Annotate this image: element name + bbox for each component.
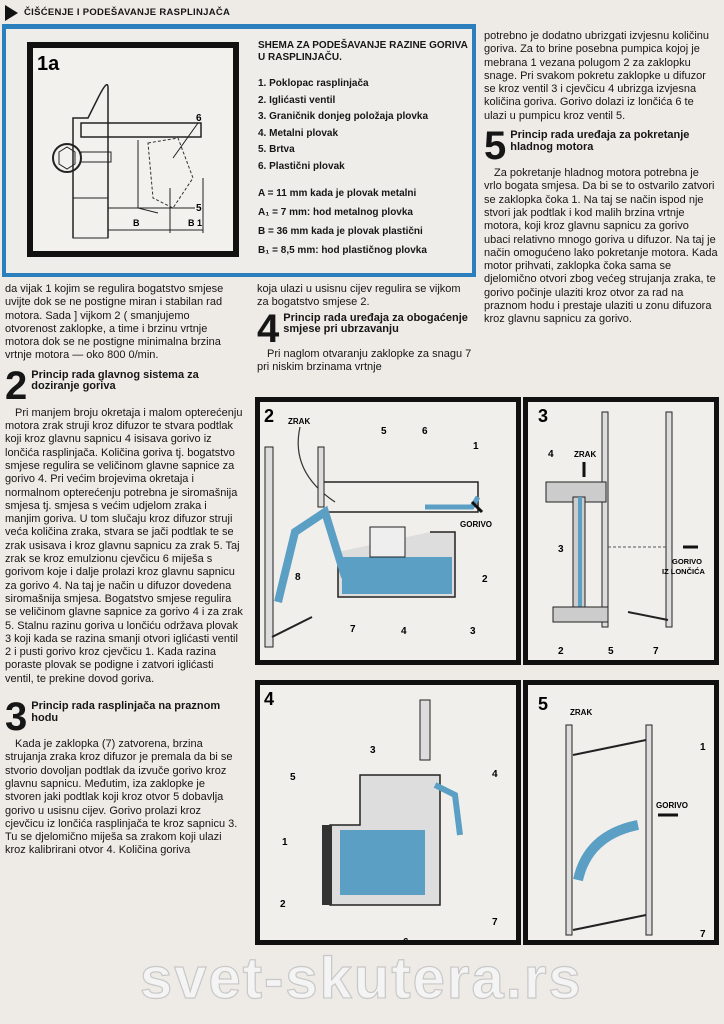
figure-number: 5 bbox=[538, 694, 548, 714]
label-7: 7 bbox=[350, 624, 356, 635]
list-item: 5. Brtva bbox=[258, 144, 295, 155]
equation: B = 36 mm kada je plovak plastični bbox=[258, 226, 423, 237]
column-3: potrebno je dodatno ubrizgati izvjesnu k… bbox=[484, 30, 718, 327]
label-gorivo: GORIVO bbox=[672, 557, 702, 566]
label-5: 5 bbox=[381, 426, 387, 437]
label-1: 1 bbox=[473, 441, 479, 452]
label-6: 6 bbox=[196, 113, 202, 124]
section-title: Princip rada uređaja za pokretanje hladn… bbox=[510, 129, 690, 153]
label-zrak: ZRAK bbox=[288, 417, 310, 426]
label-b: B bbox=[133, 218, 140, 228]
label-2: 2 bbox=[482, 574, 488, 585]
label-1: 1 bbox=[282, 837, 288, 848]
label-6: 6 bbox=[422, 426, 428, 437]
float-level-diagram: 1a 6 5 B B 1 bbox=[37, 53, 204, 239]
section-title: Princip rada uređaja za obogaćenje smjes… bbox=[283, 311, 468, 336]
list-item: 4. Metalni plovak bbox=[258, 127, 339, 139]
section-3-heading: 3 Princip rada rasplinjača na praznom ho… bbox=[5, 695, 243, 740]
label-zrak: ZRAK bbox=[570, 708, 592, 717]
main-jet-diagram: 2 ZRAK 1 2 3 4 5 6 7 8 GORIVO bbox=[264, 406, 492, 648]
figure-number: 3 bbox=[538, 406, 548, 426]
equation: A₁ = 7 mm: hod metalnog plovka bbox=[258, 207, 413, 218]
figure-1a: 1a 6 5 B B 1 bbox=[27, 42, 239, 257]
label-3: 3 bbox=[558, 544, 564, 555]
schema-legend: SHEMA ZA PODEŠAVANJE RAZINE GORIVA U RAS… bbox=[258, 40, 473, 260]
label-2: 2 bbox=[558, 646, 564, 657]
label-7: 7 bbox=[492, 917, 498, 928]
label-gorivo: GORIVO bbox=[656, 801, 688, 810]
figure-number: 2 bbox=[264, 406, 274, 426]
figure-2: 2 ZRAK 1 2 3 4 5 6 7 8 GORIVO bbox=[255, 397, 521, 665]
label-zrak: ZRAK bbox=[574, 450, 596, 459]
label-7: 7 bbox=[700, 929, 706, 940]
column-1: da vijak 1 kojim se regulira bogatstvo s… bbox=[5, 283, 243, 858]
label-2: 2 bbox=[280, 899, 286, 910]
idle-circuit-diagram: 3 4 ZRAK 3 GORIVO IZ LONČIĆA 2 5 7 bbox=[538, 406, 705, 657]
equation: B₁ = 8,5 mm: hod plastičnog plovka bbox=[258, 245, 427, 256]
label-5: 5 bbox=[608, 646, 614, 657]
label-5: 5 bbox=[196, 203, 202, 214]
label-6: 6 bbox=[403, 937, 409, 940]
figure-4: 4 3 4 5 1 2 6 7 bbox=[255, 680, 521, 948]
label-7: 7 bbox=[653, 646, 659, 657]
section-number: 2 bbox=[5, 363, 28, 408]
list-item: 2. Iglićasti ventil bbox=[258, 94, 336, 106]
intro-paragraph: da vijak 1 kojim se regulira bogatstvo s… bbox=[5, 283, 224, 362]
section-title: Princip rada rasplinjača na praznom hodu bbox=[31, 700, 221, 724]
choke-diagram: 5 ZRAK GORIVO 1 7 bbox=[538, 694, 706, 940]
section-5-heading: 5 Princip rada uređaja za pokretanje hla… bbox=[484, 124, 718, 169]
intro-paragraph: potrebno je dodatno ubrizgati izvjesnu k… bbox=[484, 30, 710, 122]
section-number: 3 bbox=[5, 695, 28, 740]
label-gorivo: GORIVO bbox=[460, 520, 492, 529]
section-5-body: Za pokretanje hladnog motora potrebna je… bbox=[484, 167, 718, 326]
parts-list: 1. Poklopac rasplinjača 2. Iglićasti ven… bbox=[258, 76, 473, 175]
label-4: 4 bbox=[548, 449, 554, 460]
section-number: 4 bbox=[257, 306, 280, 351]
label-3: 3 bbox=[370, 745, 376, 756]
label-3: 3 bbox=[470, 626, 476, 637]
list-item: 1. Poklopac rasplinjača bbox=[258, 78, 369, 89]
label-iz-loncica: IZ LONČIĆA bbox=[662, 567, 705, 576]
label-8: 8 bbox=[295, 572, 301, 583]
page-header-title: ČIŠĆENJE I PODEŠAVANJE RASPLINJAČA bbox=[24, 7, 231, 18]
figure-number: 4 bbox=[264, 689, 274, 709]
section-number: 5 bbox=[484, 124, 507, 169]
label-4: 4 bbox=[401, 626, 407, 637]
section-2-body: Pri manjem broju okretaja i malom optere… bbox=[5, 406, 243, 685]
column-2: koja ulazi u usisnu cijev regulira se vi… bbox=[257, 283, 472, 374]
intro-paragraph: koja ulazi u usisnu cijev regulira se vi… bbox=[257, 283, 461, 309]
list-item: 6. Plastični plovak bbox=[258, 160, 345, 172]
label-4: 4 bbox=[492, 769, 498, 780]
watermark: svet-skutera.rs bbox=[139, 945, 583, 1011]
list-item: 3. Graničnik donjeg položaja plovka bbox=[258, 111, 429, 122]
label-b1: B 1 bbox=[188, 218, 202, 228]
section-4-heading: 4 Princip rada uređaja za obogaćenje smj… bbox=[257, 306, 472, 351]
accelerator-pump-diagram: 4 3 4 5 1 2 6 7 bbox=[264, 689, 498, 948]
equation: A = 11 mm kada je plovak metalni bbox=[258, 188, 417, 199]
label-1: 1 bbox=[700, 742, 706, 753]
schema-title: SHEMA ZA PODEŠAVANJE RAZINE GORIVA U RAS… bbox=[258, 40, 468, 63]
figure-number: 1a bbox=[37, 53, 60, 75]
section-arrow-icon bbox=[5, 5, 18, 21]
figure-3: 3 4 ZRAK 3 GORIVO IZ LONČIĆA 2 5 7 bbox=[523, 397, 719, 665]
section-2-heading: 2 Princip rada glavnog sistema za dozira… bbox=[5, 363, 243, 408]
section-title: Princip rada glavnog sistema za doziranj… bbox=[31, 368, 199, 393]
figure-5: 5 ZRAK GORIVO 1 7 bbox=[523, 680, 719, 945]
label-5: 5 bbox=[290, 772, 296, 783]
section-3-body: Kada je zaklopka (7) zatvorena, brzina s… bbox=[5, 738, 238, 857]
section-4-body: Pri naglom otvaranju zaklopke za snagu 7… bbox=[257, 347, 472, 373]
